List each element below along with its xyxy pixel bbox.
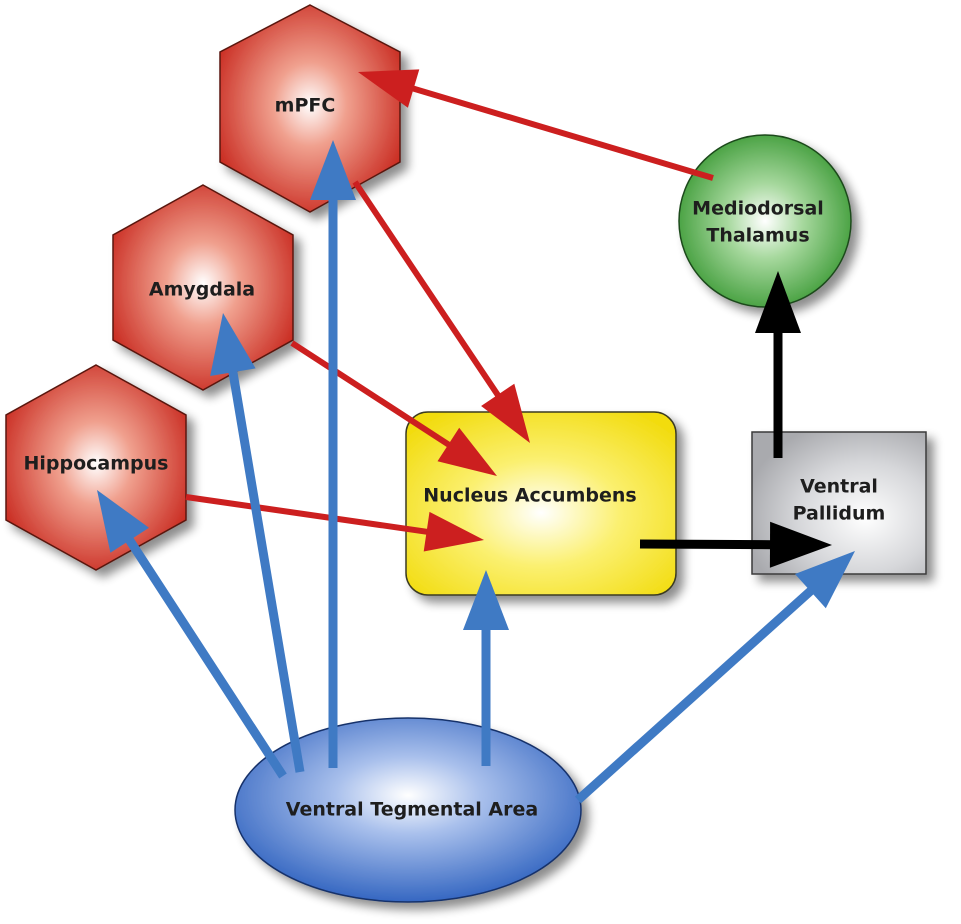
arrow-shaft xyxy=(574,585,817,804)
arrow-ventral-tegmental-area-to-ventral-pallidum xyxy=(574,551,855,804)
ventral-tegmental-area-label: Ventral Tegmental Area xyxy=(286,799,538,821)
arrow-ventral-tegmental-area-to-hippocampus xyxy=(97,490,287,779)
arrow-mediodorsal-thalamus-to-mpfc xyxy=(358,69,714,181)
arrow-head xyxy=(437,427,497,476)
amygdala-label: Amygdala xyxy=(149,279,255,301)
arrow-head xyxy=(310,140,356,200)
mpfc-node xyxy=(219,4,401,213)
arrow-shaft xyxy=(123,534,287,779)
hippocampus-label: Hippocampus xyxy=(24,453,169,475)
hippocampus-node xyxy=(5,364,187,571)
arrow-head xyxy=(210,313,256,376)
arrow-mpfc-to-nucleus-accumbens xyxy=(352,180,530,443)
nucleus-accumbens-label: Nucleus Accumbens xyxy=(423,485,636,507)
connection-arrows xyxy=(97,69,855,804)
arrow-shaft xyxy=(408,84,714,181)
arrow-shaft xyxy=(227,367,305,773)
arrow-head xyxy=(97,490,149,553)
arrow-ventral-pallidum-to-mediodorsal-thalamus xyxy=(755,271,801,458)
mediodorsal-thalamus-node xyxy=(678,134,852,308)
arrow-shaft xyxy=(352,180,503,400)
arrow-head xyxy=(795,551,855,609)
arrow-shaft xyxy=(290,340,454,450)
ventral-pallidum-label-line2: Pallidum xyxy=(793,503,886,525)
ventral-tegmental-area-node xyxy=(234,717,582,903)
arrow-shaft xyxy=(185,494,431,536)
amygdala-node xyxy=(112,184,294,391)
mpfc-label: mPFC xyxy=(275,95,336,117)
arrow-head xyxy=(423,511,484,552)
ventral-pallidum-label-line1: Ventral xyxy=(800,476,878,498)
arrow-head xyxy=(755,271,801,333)
arrow-head xyxy=(769,521,832,568)
arrow-hippocampus-to-nucleus-accumbens xyxy=(185,494,484,552)
mediodorsal-thalamus-label-line1: Mediodorsal xyxy=(692,198,824,220)
arrow-ventral-tegmental-area-to-amygdala xyxy=(210,313,305,773)
mediodorsal-thalamus-label-line2: Thalamus xyxy=(706,225,809,247)
arrow-head xyxy=(463,570,509,630)
arrow-head xyxy=(481,383,530,443)
arrow-ventral-tegmental-area-to-mpfc xyxy=(310,140,356,768)
arrow-ventral-tegmental-area-to-nucleus-accumbens xyxy=(463,570,509,766)
arrow-nucleus-accumbens-to-ventral-pallidum xyxy=(639,521,832,568)
arrow-amygdala-to-nucleus-accumbens xyxy=(290,340,497,476)
arrow-head xyxy=(358,69,420,108)
arrow-shaft xyxy=(639,539,775,550)
